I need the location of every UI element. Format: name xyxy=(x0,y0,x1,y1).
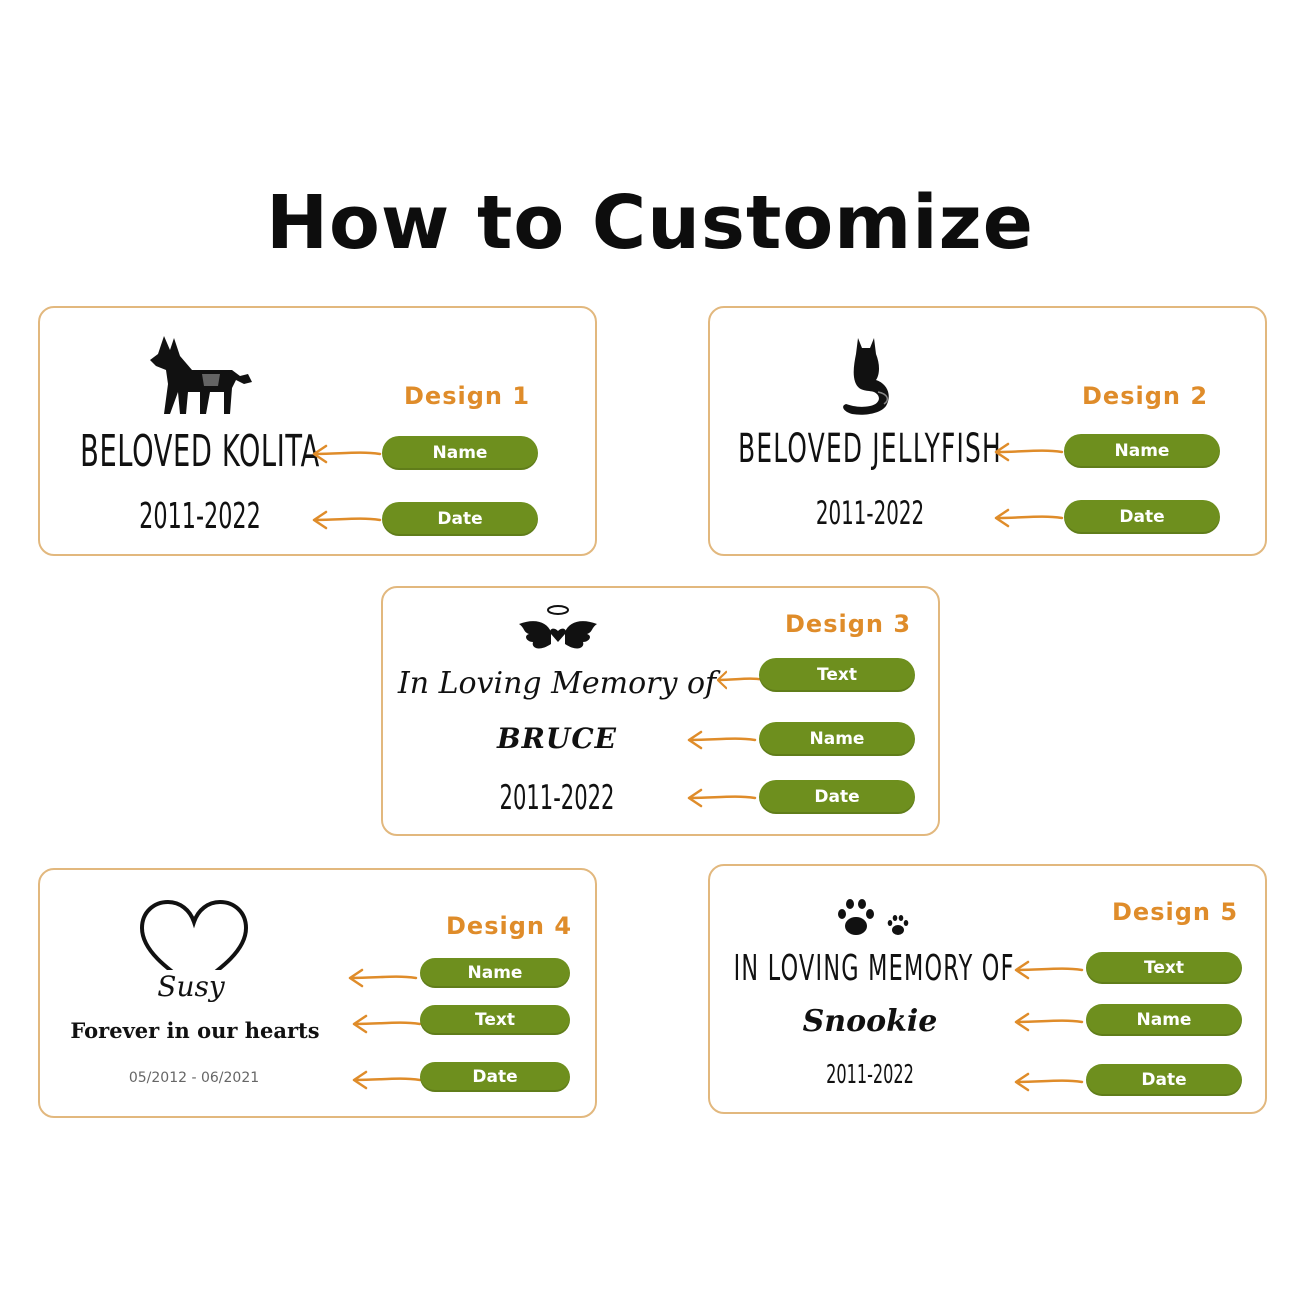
dog-silhouette-icon xyxy=(150,336,252,414)
design-5-text-arrow xyxy=(1014,960,1084,980)
design-2-name: BELOVED JELLYFISH xyxy=(738,426,1002,472)
design-4-date-arrow xyxy=(352,1070,422,1090)
design-2-name-arrow xyxy=(994,442,1064,462)
design-5-text-button[interactable]: Text xyxy=(1086,952,1242,984)
design-4-name-arrow xyxy=(348,968,418,988)
design-1-name-arrow xyxy=(312,444,382,464)
design-3-text-button[interactable]: Text xyxy=(759,658,915,692)
design-4-name: Susy xyxy=(136,970,246,1003)
design-3-card: In Loving Memory of BRUCE 2011-2022 Desi… xyxy=(381,586,940,836)
paw-prints-icon xyxy=(838,899,909,935)
design-1-name: BELOVED KOLITA xyxy=(80,426,320,477)
design-5-name-button[interactable]: Name xyxy=(1086,1004,1242,1036)
design-2-card: BELOVED JELLYFISH 2011-2022 Design 2 Nam… xyxy=(708,306,1267,556)
design-4-text-button[interactable]: Text xyxy=(420,1005,570,1035)
design-5-name: Snookie xyxy=(802,1004,938,1039)
angel-wings-heart-icon xyxy=(519,605,597,649)
design-2-label: Design 2 xyxy=(1082,382,1209,410)
design-5-name-arrow xyxy=(1014,1012,1084,1032)
page-title: How to Customize xyxy=(266,180,1034,266)
design-4-text: Forever in our hearts xyxy=(70,1018,320,1043)
design-3-date: 2011-2022 xyxy=(499,778,615,818)
design-3-name: BRUCE xyxy=(497,722,617,755)
design-1-card: BELOVED KOLITA 2011-2022 Design 1 Name D… xyxy=(38,306,597,556)
design-1-label: Design 1 xyxy=(404,382,531,410)
design-3-name-arrow xyxy=(687,730,757,750)
design-3-text: In Loving Memory of xyxy=(397,666,717,701)
design-2-date-button[interactable]: Date xyxy=(1064,500,1220,534)
design-3-name-button[interactable]: Name xyxy=(759,722,915,756)
design-5-label: Design 5 xyxy=(1112,898,1239,926)
design-1-date-button[interactable]: Date xyxy=(382,502,538,536)
design-3-date-button[interactable]: Date xyxy=(759,780,915,814)
design-5-date-arrow xyxy=(1014,1072,1084,1092)
design-4-date: 05/2012 - 06/2021 xyxy=(128,1070,260,1086)
design-4-text-arrow xyxy=(352,1014,422,1034)
cat-silhouette-icon xyxy=(843,338,889,415)
design-1-date-arrow xyxy=(312,510,382,530)
design-4-date-button[interactable]: Date xyxy=(420,1062,570,1092)
design-4-card: Susy Forever in our hearts 05/2012 - 06/… xyxy=(38,868,597,1118)
design-5-date: 2011-2022 xyxy=(826,1060,914,1090)
design-4-label: Design 4 xyxy=(446,912,573,940)
design-3-label: Design 3 xyxy=(785,610,912,638)
design-2-date: 2011-2022 xyxy=(815,494,925,532)
design-5-date-button[interactable]: Date xyxy=(1086,1064,1242,1096)
design-1-date: 2011-2022 xyxy=(139,496,261,537)
design-5-card: IN LOVING MEMORY OF Snookie 2011-2022 De… xyxy=(708,864,1267,1114)
design-2-date-arrow xyxy=(994,508,1064,528)
design-1-name-button[interactable]: Name xyxy=(382,436,538,470)
design-2-name-button[interactable]: Name xyxy=(1064,434,1220,468)
heart-outline-icon xyxy=(139,899,249,990)
design-4-name-button[interactable]: Name xyxy=(420,958,570,988)
design-5-text: IN LOVING MEMORY OF xyxy=(733,948,1015,989)
design-3-date-arrow xyxy=(687,788,757,808)
